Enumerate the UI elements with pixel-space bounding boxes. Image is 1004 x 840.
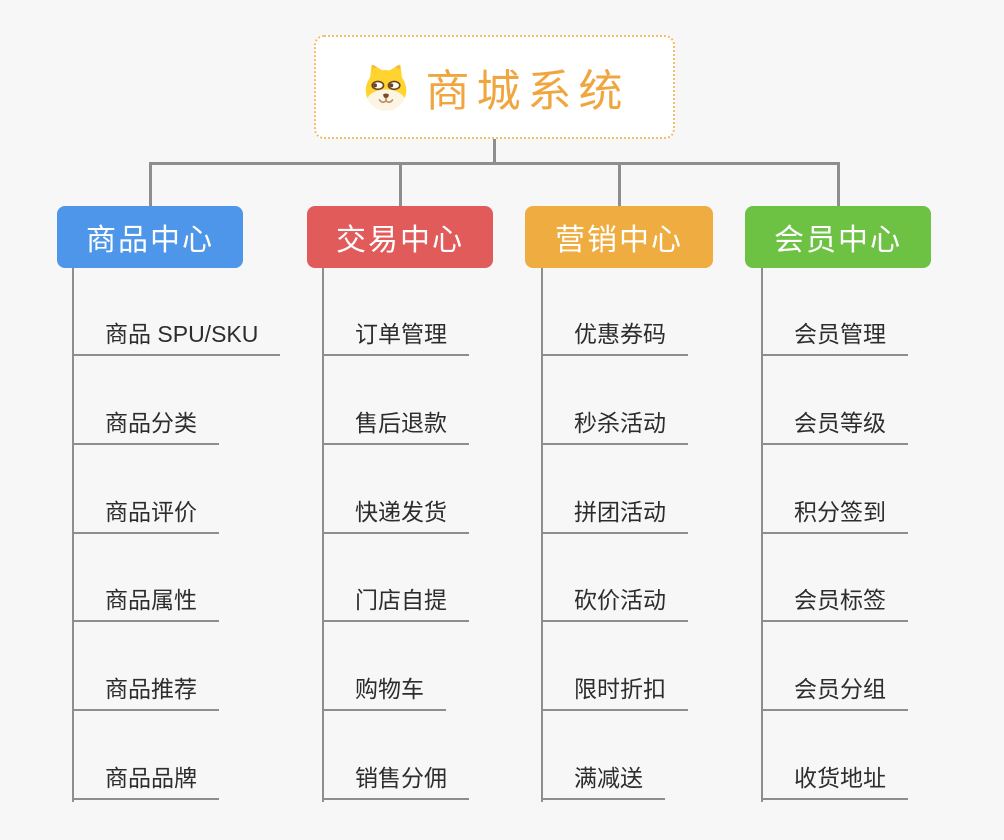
leaf-node[interactable]: 订单管理 xyxy=(322,320,469,356)
leaf-node[interactable]: 商品分类 xyxy=(72,409,219,445)
branch-column-member-center: 会员管理 会员等级 积分签到 会员标签 会员分组 收货地址 xyxy=(761,268,1004,813)
leaf-node[interactable]: 门店自提 xyxy=(322,586,469,622)
branch-node-member-center[interactable]: 会员中心 xyxy=(745,206,931,268)
leaf-node[interactable]: 满减送 xyxy=(541,764,665,800)
leaf-node[interactable]: 砍价活动 xyxy=(541,586,688,622)
connector-root-drop xyxy=(493,139,496,165)
branch-column-marketing-center: 优惠券码 秒杀活动 拼团活动 砍价活动 限时折扣 满减送 xyxy=(541,268,791,813)
root-node-mall-system[interactable]: 商城系统 xyxy=(314,35,675,139)
connector-spine-product-center xyxy=(72,268,74,802)
connector-trunk-horizontal xyxy=(149,162,840,165)
branch-node-trade-center[interactable]: 交易中心 xyxy=(307,206,493,268)
leaf-node[interactable]: 销售分佣 xyxy=(322,764,469,800)
connector-drop-branch-3 xyxy=(618,162,621,208)
leaf-node[interactable]: 会员标签 xyxy=(761,586,908,622)
leaf-node[interactable]: 会员分组 xyxy=(761,675,908,711)
dog-icon xyxy=(365,64,406,111)
leaf-node[interactable]: 会员管理 xyxy=(761,320,908,356)
leaf-node[interactable]: 收货地址 xyxy=(761,764,908,800)
leaf-node[interactable]: 快递发货 xyxy=(322,498,469,534)
leaf-node[interactable]: 积分签到 xyxy=(761,498,908,534)
leaf-node[interactable]: 商品推荐 xyxy=(72,675,219,711)
leaf-node[interactable]: 商品属性 xyxy=(72,586,219,622)
connector-drop-branch-2 xyxy=(399,162,402,208)
leaf-node[interactable]: 限时折扣 xyxy=(541,675,688,711)
leaf-node[interactable]: 购物车 xyxy=(322,675,446,711)
leaf-node[interactable]: 商品品牌 xyxy=(72,764,219,800)
branch-node-product-center[interactable]: 商品中心 xyxy=(57,206,243,268)
branch-node-marketing-center[interactable]: 营销中心 xyxy=(525,206,713,268)
leaf-node[interactable]: 会员等级 xyxy=(761,409,908,445)
connector-drop-branch-1 xyxy=(149,162,152,208)
leaf-node[interactable]: 秒杀活动 xyxy=(541,409,688,445)
connector-drop-branch-4 xyxy=(837,162,840,208)
leaf-node[interactable]: 商品 SPU/SKU xyxy=(72,320,281,356)
leaf-node[interactable]: 优惠券码 xyxy=(541,320,688,356)
branch-column-product-center: 商品 SPU/SKU 商品分类 商品评价 商品属性 商品推荐 商品品牌 xyxy=(72,268,322,813)
leaf-node[interactable]: 拼团活动 xyxy=(541,498,688,534)
connector-spine-member-center xyxy=(761,268,763,802)
root-title: 商城系统 xyxy=(425,67,630,116)
connector-spine-trade-center xyxy=(322,268,324,802)
leaf-node[interactable]: 商品评价 xyxy=(72,498,219,534)
leaf-node[interactable]: 售后退款 xyxy=(322,409,469,445)
connector-spine-marketing-center xyxy=(541,268,543,802)
branch-column-trade-center: 订单管理 售后退款 快递发货 门店自提 购物车 销售分佣 xyxy=(322,268,572,813)
